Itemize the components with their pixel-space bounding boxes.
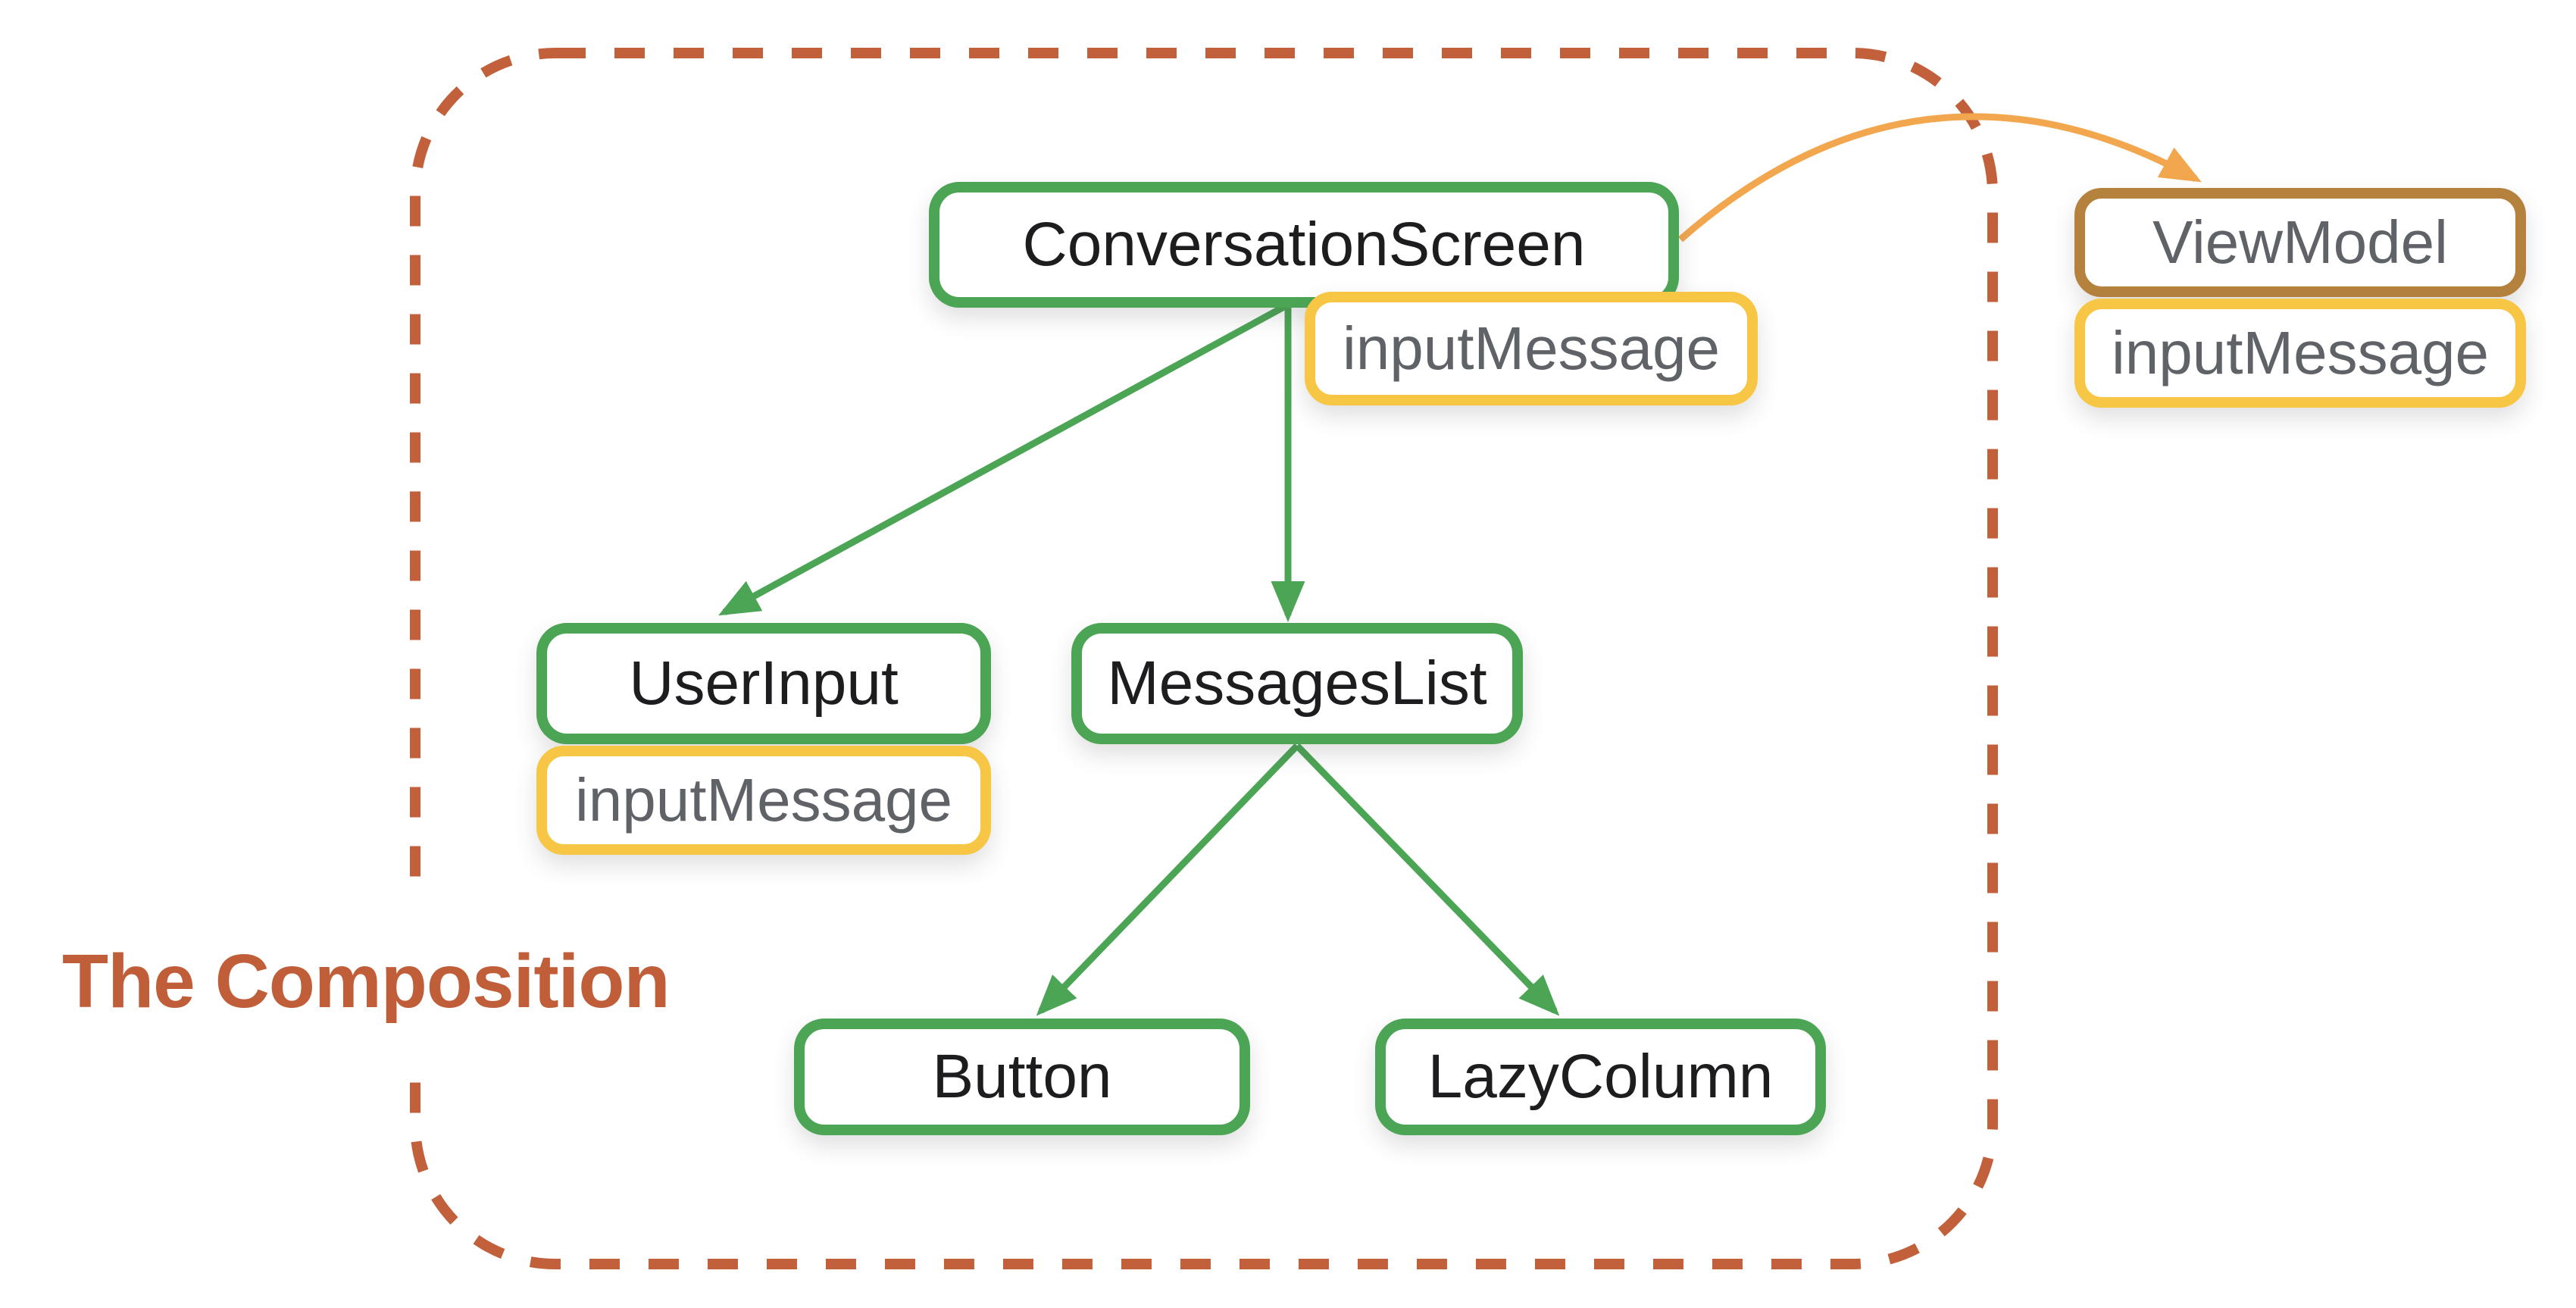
edge-conversation-to-userinput (718, 302, 1290, 616)
node-messages-list: MessagesList (1071, 623, 1523, 744)
node-user-input-label: UserInput (629, 649, 899, 718)
node-conversation-screen: ConversationScreen (929, 182, 1679, 308)
node-conversation-screen-state: inputMessage (1305, 292, 1758, 405)
diagram-title: The Composition (62, 939, 671, 1024)
edge-messageslist-to-button (1036, 743, 1300, 1016)
node-view-model: ViewModel (2074, 188, 2526, 297)
node-user-input-state: inputMessage (536, 746, 991, 855)
edge-conversation-to-viewmodel (1678, 113, 2202, 243)
composition-boundary (410, 48, 1998, 1269)
node-user-input-state-label: inputMessage (574, 766, 953, 834)
node-lazy-column-label: LazyColumn (1427, 1042, 1774, 1111)
boundary-gap-mask (383, 888, 448, 1082)
node-view-model-label: ViewModel (2152, 208, 2448, 276)
node-view-model-state-label: inputMessage (2111, 319, 2490, 386)
edge-messageslist-to-lazycolumn (1294, 743, 1560, 1016)
node-messages-list-label: MessagesList (1107, 649, 1487, 718)
node-button-label: Button (932, 1042, 1112, 1111)
node-conversation-screen-state-label: inputMessage (1342, 314, 1721, 382)
node-conversation-screen-label: ConversationScreen (1022, 210, 1586, 279)
node-user-input: UserInput (536, 623, 991, 744)
node-button: Button (794, 1019, 1250, 1135)
node-lazy-column: LazyColumn (1375, 1019, 1826, 1135)
node-view-model-state: inputMessage (2074, 299, 2526, 408)
